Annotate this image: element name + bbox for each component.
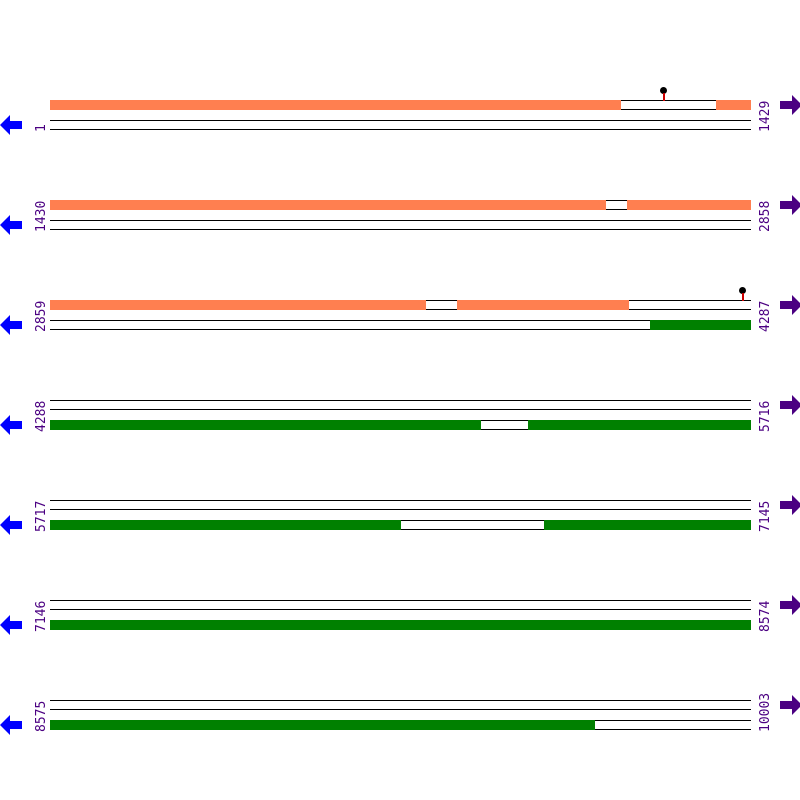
reverse-feature[interactable]: [50, 720, 595, 730]
left-arrow-icon[interactable]: [0, 315, 22, 335]
sequence-row-5: 5717 7145: [0, 490, 800, 550]
right-arrow-icon[interactable]: [780, 95, 800, 115]
forward-track: [50, 300, 751, 310]
reverse-track: [50, 620, 751, 630]
row-start-label: 1430: [34, 200, 49, 232]
reverse-feature[interactable]: [650, 320, 751, 330]
row-start-label: 1: [34, 124, 49, 132]
reverse-feature[interactable]: [50, 620, 751, 630]
forward-track: [50, 500, 751, 510]
forward-gap: [629, 300, 751, 310]
sequence-row-3: 2859 4287: [0, 287, 800, 350]
sequence-row-6: 7146 8574: [0, 590, 800, 650]
forward-track: [50, 600, 751, 610]
reverse-track: [50, 520, 751, 530]
forward-track: [50, 200, 751, 210]
left-arrow-icon[interactable]: [0, 215, 22, 235]
right-arrow-icon[interactable]: [780, 495, 800, 515]
row-end-label: 8574: [758, 600, 773, 632]
variant-marker-icon[interactable]: [660, 87, 668, 101]
row-start-label: 2859: [34, 300, 49, 332]
sequence-row-2: 1430 2858: [0, 190, 800, 250]
sequence-row-7: 8575 10003: [0, 690, 800, 750]
reverse-track: [50, 220, 751, 230]
forward-gap: [606, 200, 627, 210]
reverse-gap: [481, 420, 528, 430]
reverse-gap: [595, 720, 751, 730]
reverse-feature[interactable]: [528, 420, 751, 430]
forward-track: [50, 700, 751, 710]
row-end-label: 4287: [758, 300, 773, 332]
reverse-track: [50, 420, 751, 430]
right-arrow-icon[interactable]: [780, 695, 800, 715]
forward-gap: [426, 300, 457, 310]
sequence-row-1: 1 1429: [0, 87, 800, 150]
variant-marker-icon[interactable]: [739, 287, 747, 301]
row-end-label: 1429: [758, 100, 773, 132]
forward-feature[interactable]: [457, 300, 629, 310]
forward-track: [50, 400, 751, 410]
row-end-label: 7145: [758, 500, 773, 532]
row-start-label: 7146: [34, 600, 49, 632]
left-arrow-icon[interactable]: [0, 515, 22, 535]
reverse-track: [50, 120, 751, 130]
forward-feature[interactable]: [50, 300, 426, 310]
reverse-track: [50, 320, 751, 330]
row-start-label: 5717: [34, 500, 49, 532]
right-arrow-icon[interactable]: [780, 595, 800, 615]
forward-feature[interactable]: [50, 200, 606, 210]
row-start-label: 4288: [34, 400, 49, 432]
row-end-label: 2858: [758, 200, 773, 232]
reverse-feature[interactable]: [50, 520, 401, 530]
right-arrow-icon[interactable]: [780, 195, 800, 215]
row-end-label: 5716: [758, 400, 773, 432]
left-arrow-icon[interactable]: [0, 715, 22, 735]
left-arrow-icon[interactable]: [0, 115, 22, 135]
reverse-gap: [401, 520, 544, 530]
left-arrow-icon[interactable]: [0, 415, 22, 435]
reverse-gap: [50, 320, 650, 330]
left-arrow-icon[interactable]: [0, 615, 22, 635]
row-end-label: 10003: [758, 692, 773, 732]
right-arrow-icon[interactable]: [780, 395, 800, 415]
reverse-track: [50, 720, 751, 730]
sequence-row-4: 4288 5716: [0, 390, 800, 450]
row-start-label: 8575: [34, 700, 49, 732]
reverse-feature[interactable]: [544, 520, 751, 530]
right-arrow-icon[interactable]: [780, 295, 800, 315]
forward-gap: [621, 100, 716, 110]
forward-track: [50, 100, 751, 110]
forward-feature[interactable]: [50, 100, 621, 110]
reverse-feature[interactable]: [50, 420, 481, 430]
forward-feature[interactable]: [716, 100, 751, 110]
forward-feature[interactable]: [627, 200, 751, 210]
